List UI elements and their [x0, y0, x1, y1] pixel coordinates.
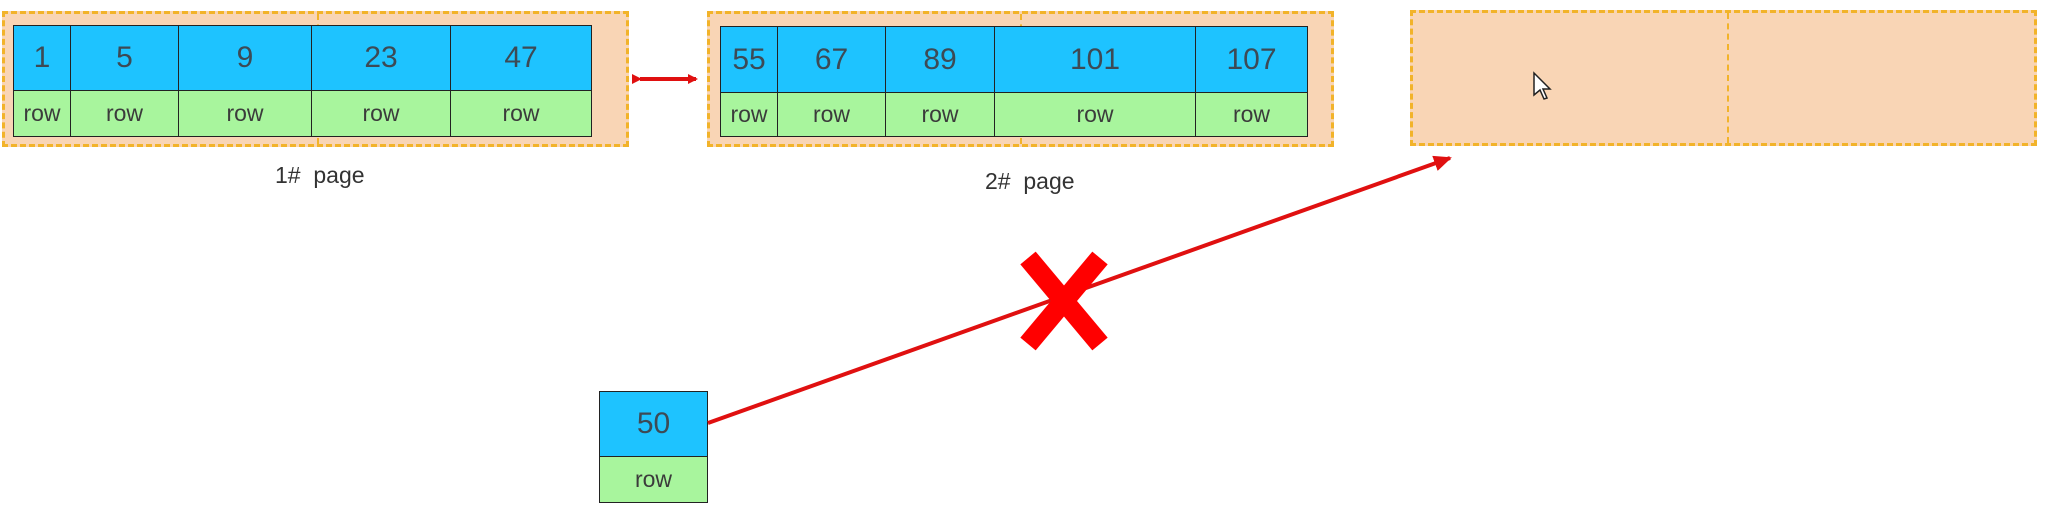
cursor-icon: [1533, 71, 1552, 100]
record-cell: 89 row: [886, 27, 995, 136]
new-record: 50 row: [599, 391, 708, 503]
record-row: row: [721, 93, 777, 136]
record-row: row: [1196, 93, 1307, 136]
record-key: 107: [1196, 27, 1307, 93]
record-key: 23: [312, 26, 450, 91]
record-cell: 5 row: [71, 26, 179, 136]
record-key: 67: [778, 27, 885, 93]
record-row: row: [71, 91, 178, 136]
page-2-caption: 2# page: [985, 168, 1075, 194]
record-cell: 23 row: [312, 26, 451, 136]
record-row: row: [179, 91, 311, 136]
record-key: 5: [71, 26, 178, 91]
page-1: 1 row 5 row 9 row 23 row 47 row: [2, 11, 629, 147]
record-cell: 1 row: [14, 26, 71, 136]
record-row: row: [600, 457, 707, 502]
record-key: 55: [721, 27, 777, 93]
red-x-icon: [1020, 251, 1108, 351]
record-cell: 107 row: [1196, 27, 1307, 136]
record-cell: 101 row: [995, 27, 1196, 136]
record-row: row: [886, 93, 994, 136]
record-key: 47: [451, 26, 591, 91]
record-key: 50: [600, 392, 707, 457]
record-row: row: [312, 91, 450, 136]
page-1-caption: 1# page: [275, 162, 365, 188]
record-cell: 47 row: [451, 26, 591, 136]
record-row: row: [14, 91, 70, 136]
record-cell: 67 row: [778, 27, 886, 136]
record-key: 101: [995, 27, 1195, 93]
record-key: 89: [886, 27, 994, 93]
record-key: 1: [14, 26, 70, 91]
page-2: 55 row 67 row 89 row 101 row 107 row: [707, 11, 1334, 147]
page-divider: [1727, 13, 1729, 143]
page-2-records: 55 row 67 row 89 row 101 row 107 row: [720, 26, 1308, 137]
record-cell: 9 row: [179, 26, 312, 136]
page-1-records: 1 row 5 row 9 row 23 row 47 row: [13, 25, 592, 137]
record-row: row: [778, 93, 885, 136]
record-cell: 55 row: [721, 27, 778, 136]
page-3-empty: [1410, 10, 2037, 146]
record-row: row: [995, 93, 1195, 136]
record-key: 9: [179, 26, 311, 91]
record-row: row: [451, 91, 591, 136]
